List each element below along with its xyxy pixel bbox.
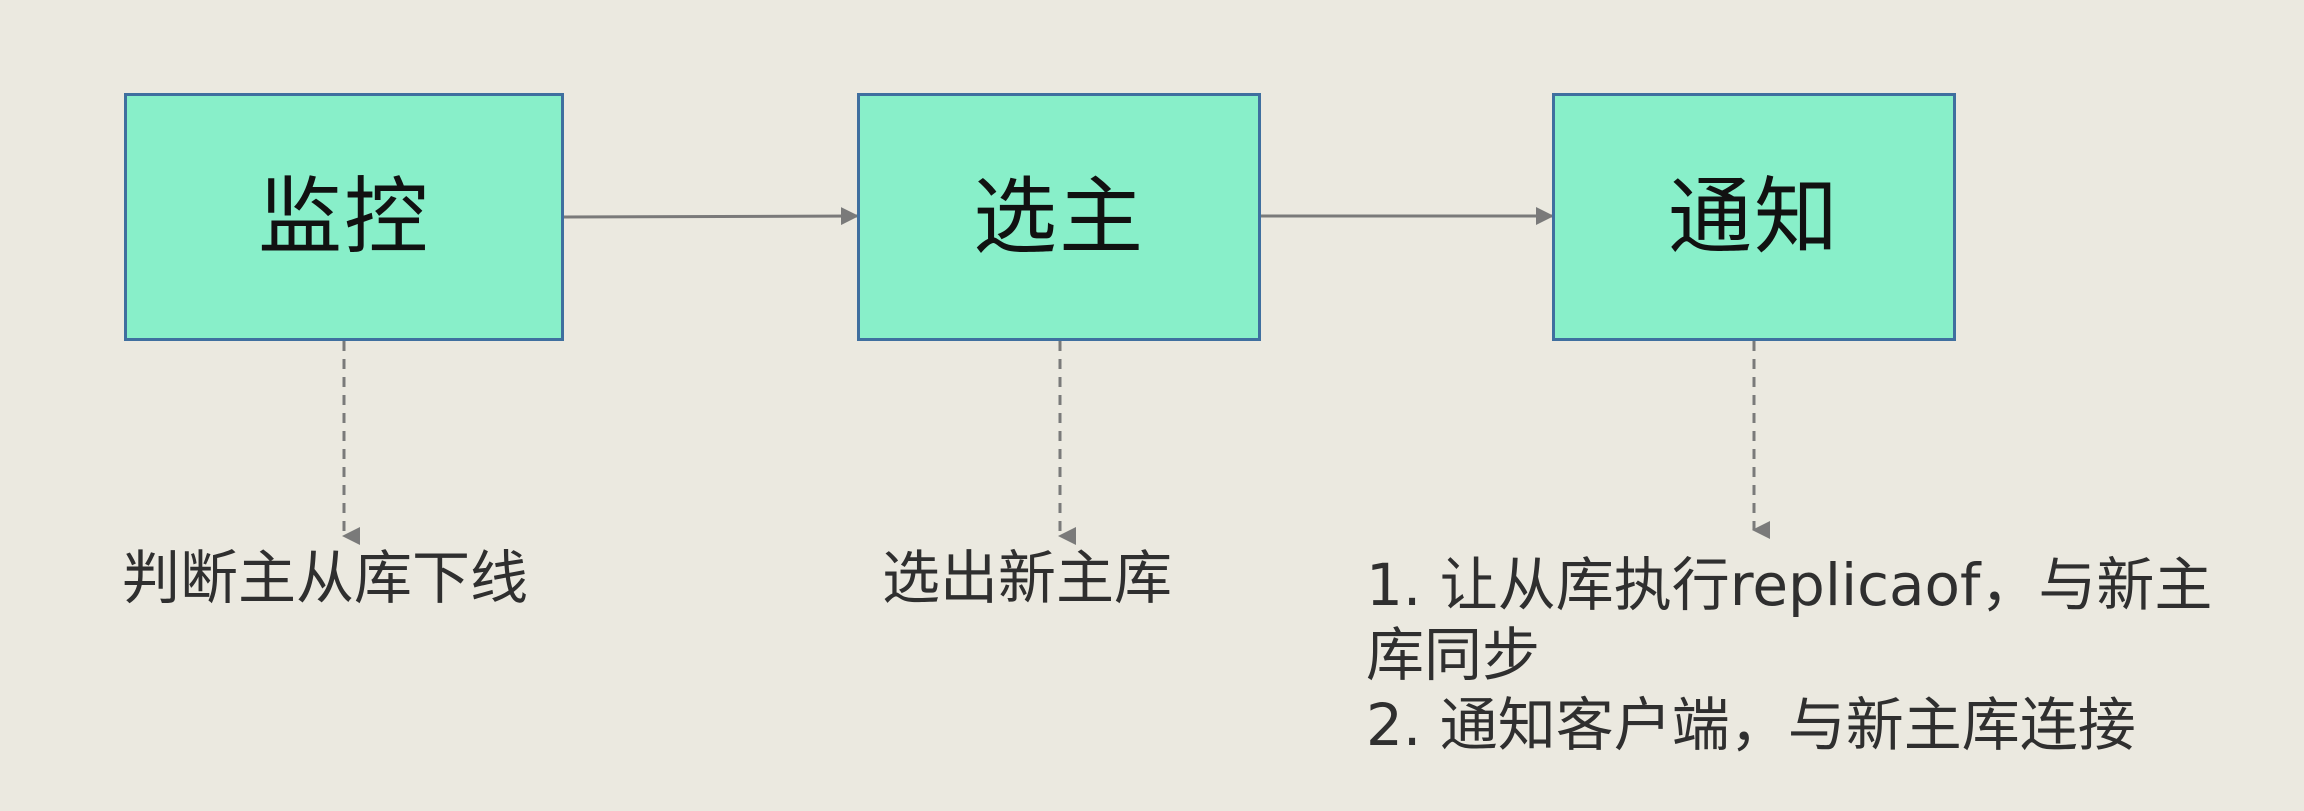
- step-notify-description-line: 1. 让从库执行replicaof，与新主: [1366, 551, 2213, 619]
- step-notify-box: 通知: [1552, 93, 1956, 341]
- step-notify-title: 通知: [1667, 168, 1840, 266]
- step-notify-description: 1. 让从库执行replicaof，与新主 库同步 2. 通知客户端，与新主库连…: [1366, 550, 2212, 760]
- step-monitor-box: 监控: [124, 93, 564, 341]
- step-monitor-description: 判断主从库下线: [122, 544, 529, 612]
- step-elect-title: 选主: [972, 168, 1145, 266]
- step-notify-description-line: 2. 通知客户端，与新主库连接: [1366, 691, 2136, 759]
- step-monitor-title: 监控: [257, 168, 430, 266]
- step-elect-description: 选出新主库: [882, 544, 1173, 612]
- step-notify-description-line: 库同步: [1366, 621, 1541, 689]
- step-elect-box: 选主: [857, 93, 1261, 341]
- arrow-monitor-to-elect: [563, 207, 859, 226]
